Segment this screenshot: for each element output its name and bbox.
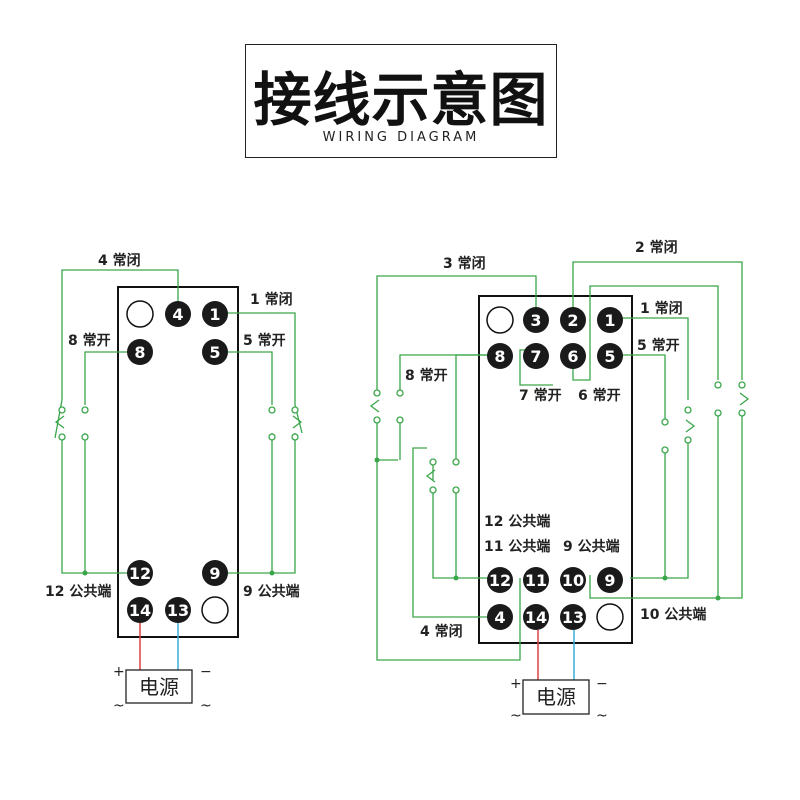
- left-nc-arrows: [54, 415, 303, 429]
- left-contacts: [58, 406, 299, 441]
- left-label-nc4: 4 常闭: [98, 252, 141, 269]
- right-minus-sign: −: [596, 676, 608, 692]
- left-ac-sign-2: ~: [200, 698, 212, 714]
- right-pin-14-num: 14: [525, 608, 547, 627]
- left-minus-sign: −: [200, 664, 212, 680]
- left-label-no8: 8 常开: [68, 332, 111, 349]
- right-psu-label: 电源: [536, 685, 576, 709]
- right-pin-14: [523, 604, 549, 630]
- right-nc-arrows: [369, 392, 750, 483]
- right-label-no5: 5 常开: [637, 337, 680, 354]
- left-pin-1: [202, 301, 228, 327]
- right-pin-11-num: 11: [525, 571, 547, 590]
- left-label-com12: 12 公共端: [45, 583, 111, 600]
- right-pin-12-num: 12: [489, 571, 511, 590]
- right-pin-4: [487, 604, 513, 630]
- title-box: 接线示意图: [245, 44, 557, 158]
- right-pin-9: [597, 567, 623, 593]
- right-label-no8: 8 常开: [405, 367, 448, 384]
- title-sub: WIRING DIAGRAM: [322, 130, 480, 145]
- left-junctions: [82, 570, 275, 576]
- left-label-no5: 5 常开: [243, 332, 286, 349]
- right-pin-1: [597, 307, 623, 333]
- left-pin-1-num: 1: [209, 305, 220, 324]
- right-ac-sign: ~: [510, 708, 522, 724]
- right-label-no6: 6 常开: [578, 387, 621, 404]
- right-pin-12: [487, 567, 513, 593]
- left-relay: 电源 + − ~ ~ 4 1 8 5 12 9 14 13 4 常闭 1 常闭 …: [45, 252, 303, 714]
- right-empty-pin: [486, 306, 514, 334]
- right-plus-sign: +: [510, 676, 522, 692]
- right-pin-13-num: 13: [562, 608, 584, 627]
- right-pin-11: [523, 567, 549, 593]
- right-pin-4-num: 4: [494, 608, 505, 627]
- left-pin-14-num: 14: [129, 601, 151, 620]
- left-pin-5-num: 5: [209, 343, 220, 362]
- right-relay: 电源 + − ~ ~ 3 2 1 8 7 6 5 12 11 10 9 4 14: [369, 239, 750, 724]
- left-pin-9: [202, 560, 228, 586]
- left-pin-4: [165, 301, 191, 327]
- right-label-nc3: 3 常闭: [443, 255, 486, 272]
- right-pin-7: [523, 343, 549, 369]
- right-pin-3-num: 3: [530, 311, 541, 330]
- right-pin-6: [560, 343, 586, 369]
- left-empty-pin: [126, 300, 154, 328]
- right-pin-6-num: 6: [567, 347, 578, 366]
- left-label-com9: 9 公共端: [243, 583, 300, 600]
- left-pin-4-num: 4: [172, 305, 183, 324]
- right-empty-pin-2: [596, 603, 624, 631]
- left-pin-12: [127, 560, 153, 586]
- right-pin-2: [560, 307, 586, 333]
- right-pin-2-num: 2: [567, 311, 578, 330]
- right-label-com9: 9 公共端: [563, 538, 620, 555]
- left-ac-sign: ~: [113, 698, 125, 714]
- left-label-nc1: 1 常闭: [250, 291, 293, 308]
- right-pin-7-num: 7: [530, 347, 541, 366]
- right-label-com11: 11 公共端: [484, 538, 550, 555]
- left-empty-pin-2: [201, 596, 229, 624]
- right-pin-8: [487, 343, 513, 369]
- right-pin-13: [560, 604, 586, 630]
- right-label-nc1: 1 常闭: [640, 300, 683, 317]
- left-pin-9-num: 9: [209, 564, 220, 583]
- right-ac-sign-2: ~: [596, 708, 608, 724]
- right-pin-5-num: 5: [604, 347, 615, 366]
- right-label-com10: 10 公共端: [640, 606, 706, 623]
- right-contacts: [373, 381, 746, 494]
- left-pin-8-num: 8: [134, 343, 145, 362]
- right-wires: [376, 261, 743, 661]
- right-pin-3: [523, 307, 549, 333]
- left-plus-sign: +: [113, 664, 125, 680]
- right-pin-8-num: 8: [494, 347, 505, 366]
- right-pin-1-num: 1: [604, 311, 615, 330]
- left-psu-label: 电源: [139, 675, 179, 699]
- right-label-no7: 7 常开: [519, 387, 562, 404]
- right-label-nc2: 2 常闭: [635, 239, 678, 256]
- left-pin-14: [127, 597, 153, 623]
- right-label-com12: 12 公共端: [484, 513, 550, 530]
- left-pin-13-num: 13: [167, 601, 189, 620]
- title-main: 接线示意图: [253, 66, 549, 134]
- left-psu-box: [125, 669, 193, 704]
- right-psu-box: [522, 679, 590, 715]
- right-label-nc4: 4 常闭: [420, 623, 463, 640]
- right-pin-5: [597, 343, 623, 369]
- left-wires: [54, 269, 303, 574]
- right-pin-10-num: 10: [562, 571, 584, 590]
- left-pin-13: [165, 597, 191, 623]
- left-pin-12-num: 12: [129, 564, 151, 583]
- right-junctions: [374, 457, 721, 601]
- left-pin-8: [127, 339, 153, 365]
- left-pin-5: [202, 339, 228, 365]
- right-pin-10: [560, 567, 586, 593]
- right-pin-9-num: 9: [604, 571, 615, 590]
